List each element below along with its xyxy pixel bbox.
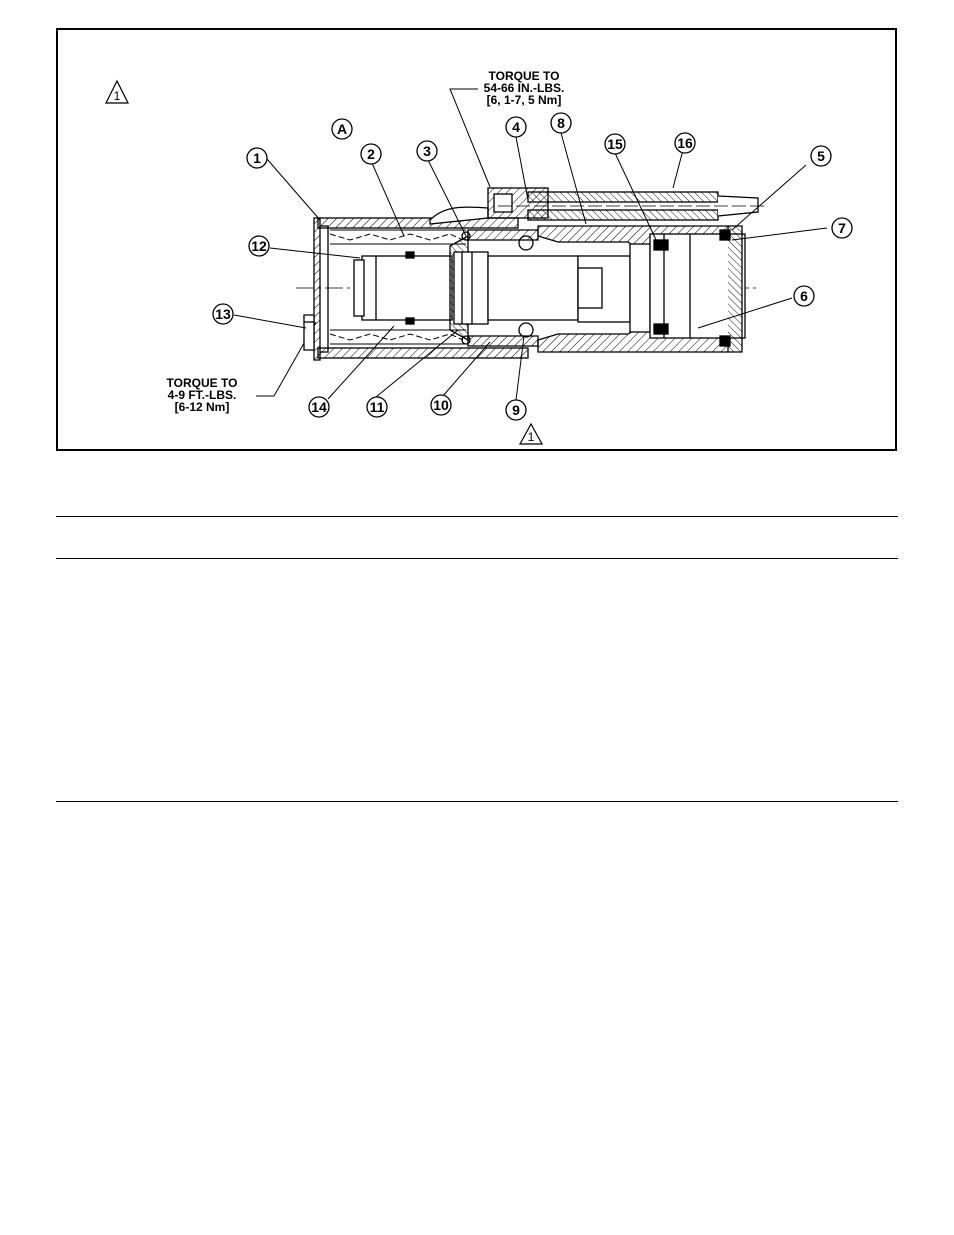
torque-note-bottom: TORQUE TO 4-9 FT.-LBS. [6-12 Nm] (167, 321, 317, 414)
svg-text:9: 9 (512, 402, 520, 418)
torque-note-top: TORQUE TO 54-66 IN.-LBS. [6, 1-7, 5 Nm] (449, 69, 565, 188)
callout-6: 6 (793, 285, 815, 307)
callout-11: 11 (366, 396, 388, 418)
callouts (233, 132, 828, 401)
svg-text:4: 4 (512, 119, 520, 135)
svg-text:8: 8 (557, 115, 565, 131)
table-rule-bottom (56, 801, 898, 802)
torque-top-line1: TORQUE TO (489, 69, 560, 83)
callout-3: 3 (416, 140, 438, 162)
valve-body (296, 187, 766, 361)
section-label-text: A (337, 121, 347, 137)
callout-15: 15 (604, 133, 626, 155)
spring-2 (329, 229, 466, 245)
spring-14 (329, 329, 466, 345)
svg-text:12: 12 (251, 238, 267, 254)
table-rule-header (56, 558, 898, 559)
note-triangle-icon-bottom: 1 (518, 422, 544, 445)
svg-text:14: 14 (311, 399, 327, 415)
torque-bottom-line2: 4-9 FT.-LBS. (168, 388, 237, 402)
svg-text:3: 3 (423, 143, 431, 159)
callout-8: 8 (550, 112, 572, 134)
svg-text:5: 5 (817, 148, 825, 164)
callout-10: 10 (430, 394, 452, 416)
callout-5: 5 (810, 145, 832, 167)
svg-text:6: 6 (800, 288, 808, 304)
callout-4: 4 (505, 116, 527, 138)
valve-cross-section-diagram: 1 A TORQUE TO 54-66 IN.-LBS. [6, 1-7, 5 … (105, 69, 853, 445)
callout-13: 13 (212, 303, 234, 325)
note-number-top: 1 (114, 89, 121, 103)
note-triangle-icon-top: 1 (105, 79, 129, 104)
callout-1: 1 (246, 147, 268, 169)
svg-text:2: 2 (367, 146, 375, 162)
callout-2: 2 (360, 143, 382, 165)
torque-top-line2: 54-66 IN.-LBS. (484, 81, 565, 95)
callout-7: 7 (831, 217, 853, 239)
svg-text:7: 7 (838, 220, 846, 236)
svg-text:15: 15 (607, 136, 623, 152)
note-number-bottom: 1 (528, 430, 535, 444)
callout-16: 16 (674, 132, 696, 154)
torque-bottom-line3: [6-12 Nm] (175, 400, 230, 414)
svg-text:13: 13 (215, 306, 231, 322)
figure-frame: 1 A TORQUE TO 54-66 IN.-LBS. [6, 1-7, 5 … (56, 28, 897, 451)
svg-text:16: 16 (677, 135, 693, 151)
torque-top-line3: [6, 1-7, 5 Nm] (487, 93, 562, 107)
callout-9: 9 (505, 399, 527, 421)
svg-text:11: 11 (370, 399, 385, 415)
callout-14: 14 (308, 396, 330, 418)
svg-text:1: 1 (253, 150, 261, 166)
section-label-a: A (331, 118, 353, 140)
callout-12: 12 (248, 235, 270, 257)
torque-bottom-line1: TORQUE TO (167, 376, 238, 390)
table-rule-top (56, 516, 898, 517)
svg-text:10: 10 (433, 397, 449, 413)
